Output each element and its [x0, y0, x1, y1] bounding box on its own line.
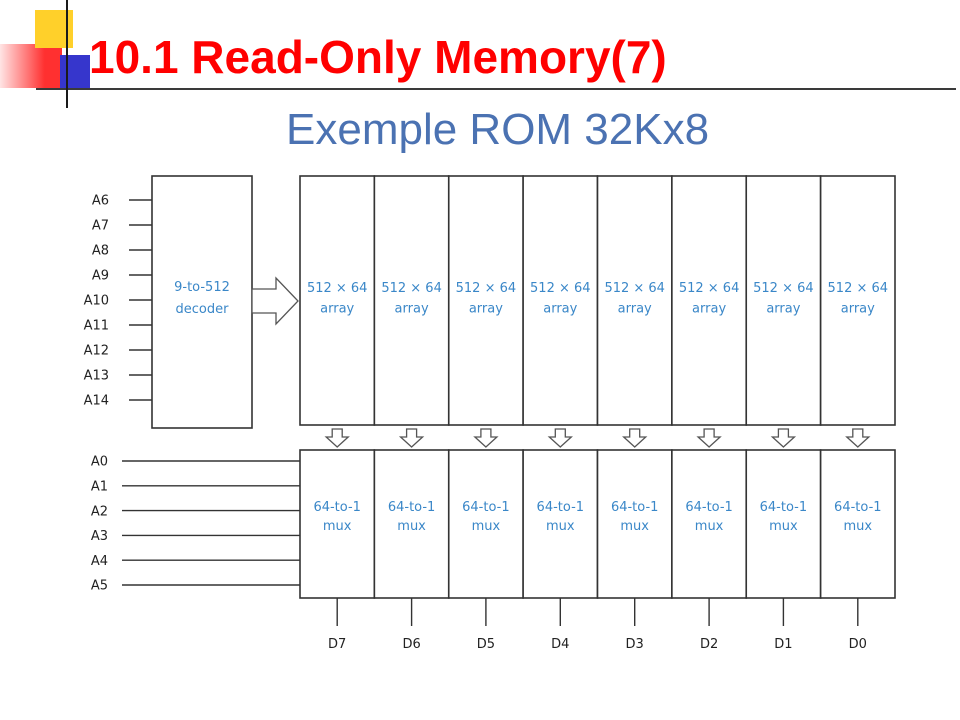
address-label-a7: A7: [92, 219, 109, 234]
address-label-a14: A14: [84, 394, 109, 409]
array-cell: [819, 175, 896, 426]
decoder-label-size: 9-to-512: [174, 280, 230, 295]
array-label-kind: array: [469, 302, 503, 317]
array-cell: [596, 175, 673, 426]
array-label-kind: array: [692, 302, 726, 317]
mux-label-kind: mux: [472, 519, 501, 534]
array-to-mux-arrow: [398, 428, 425, 448]
array-label-size: 512 × 64: [530, 281, 591, 296]
mux-cell: [522, 449, 599, 599]
output-label-d0: D0: [849, 637, 867, 652]
array-label-size: 512 × 64: [456, 281, 517, 296]
mux-label-kind: mux: [397, 519, 426, 534]
mux-bank: 64-to-1 mux 64-to-1 mux 64-to-1 mux 64-t…: [299, 449, 896, 599]
mux-label-size: 64-to-1: [611, 500, 659, 515]
output-label-d2: D2: [700, 637, 718, 652]
array-to-mux-arrow: [324, 428, 350, 448]
output-label-d5: D5: [477, 637, 495, 652]
slide-title: 10.1 Read-Only Memory(7): [89, 31, 667, 83]
mux-cell: [299, 449, 376, 599]
array-label-kind: array: [618, 302, 652, 317]
figure-heading: Exemple ROM 32Kx8: [286, 105, 710, 154]
accent-red-bar: [0, 44, 62, 88]
mux-label-kind: mux: [546, 519, 575, 534]
array-label-kind: array: [320, 302, 354, 317]
array-cell: [447, 175, 524, 426]
mux-label-size: 64-to-1: [313, 500, 361, 515]
array-label-size: 512 × 64: [604, 281, 665, 296]
address-label-a9: A9: [92, 269, 109, 284]
decoder-to-array-arrow: [251, 276, 299, 326]
data-outputs: D7 D6 D5 D4 D3 D2 D1 D0: [328, 598, 867, 652]
output-label-d3: D3: [626, 637, 644, 652]
array-label-kind: array: [543, 302, 577, 317]
mux-select-inputs: A0 A1 A2 A3 A4 A5: [91, 455, 300, 594]
array-label-size: 512 × 64: [753, 281, 814, 296]
mux-label-kind: mux: [323, 519, 352, 534]
mux-label-size: 64-to-1: [462, 500, 510, 515]
address-label-a10: A10: [84, 294, 109, 309]
decoder-box: [151, 175, 253, 429]
array-to-mux-arrow: [845, 428, 871, 448]
mux-label-size: 64-to-1: [834, 500, 882, 515]
mux-cell: [745, 449, 822, 599]
array-label-kind: array: [766, 302, 800, 317]
mux-cell: [819, 449, 896, 599]
mux-cell: [373, 449, 450, 599]
address-label-a12: A12: [84, 344, 109, 359]
address-label-a11: A11: [84, 319, 109, 334]
select-label-a4: A4: [91, 554, 108, 569]
title-underline-rule: [36, 88, 956, 90]
array-label-kind: array: [841, 302, 875, 317]
array-cell: [373, 175, 450, 426]
array-label-size: 512 × 64: [828, 281, 889, 296]
output-label-d4: D4: [551, 637, 569, 652]
mux-cell: [447, 449, 524, 599]
accent-blue-square: [60, 55, 90, 88]
output-label-d1: D1: [774, 637, 792, 652]
select-label-a0: A0: [91, 455, 108, 470]
address-label-a13: A13: [84, 369, 109, 384]
array-to-mux-arrow: [547, 428, 573, 448]
mux-label-size: 64-to-1: [685, 500, 733, 515]
select-label-a3: A3: [91, 529, 108, 544]
array-label-size: 512 × 64: [679, 281, 740, 296]
output-label-d7: D7: [328, 637, 346, 652]
array-to-mux-arrow: [770, 428, 797, 448]
array-to-mux-arrow: [473, 428, 499, 448]
array-cell: [671, 175, 748, 426]
mux-label-kind: mux: [695, 519, 724, 534]
mux-label-size: 64-to-1: [537, 500, 585, 515]
mux-label-size: 64-to-1: [760, 500, 808, 515]
address-label-a6: A6: [92, 194, 109, 209]
array-label-size: 512 × 64: [307, 281, 368, 296]
decoder-block: 9-to-512 decoder: [151, 175, 253, 429]
mux-label-kind: mux: [769, 519, 798, 534]
array-label-size: 512 × 64: [381, 281, 442, 296]
accent-vertical-rule: [66, 0, 68, 108]
select-label-a2: A2: [91, 504, 108, 519]
array-label-kind: array: [395, 302, 429, 317]
select-label-a1: A1: [91, 480, 108, 495]
array-to-mux-arrow: [696, 428, 722, 448]
array-to-mux-arrow: [622, 428, 648, 448]
select-label-a5: A5: [91, 579, 108, 594]
array-to-mux-arrows: [324, 428, 871, 448]
mux-label-size: 64-to-1: [388, 500, 436, 515]
mux-label-kind: mux: [620, 519, 649, 534]
address-label-a8: A8: [92, 244, 109, 259]
array-cell: [522, 175, 599, 426]
decoder-label-kind: decoder: [176, 302, 230, 317]
decoder-address-inputs: A6 A7 A8 A9 A10 A11 A12 A13 A14: [84, 194, 152, 409]
array-cell: [745, 175, 822, 426]
array-cell: [299, 175, 376, 426]
mux-label-kind: mux: [843, 519, 872, 534]
output-label-d6: D6: [402, 637, 420, 652]
array-bank: 512 × 64 array 512 × 64 array 512 × 64 a…: [299, 175, 896, 426]
mux-cell: [596, 449, 673, 599]
